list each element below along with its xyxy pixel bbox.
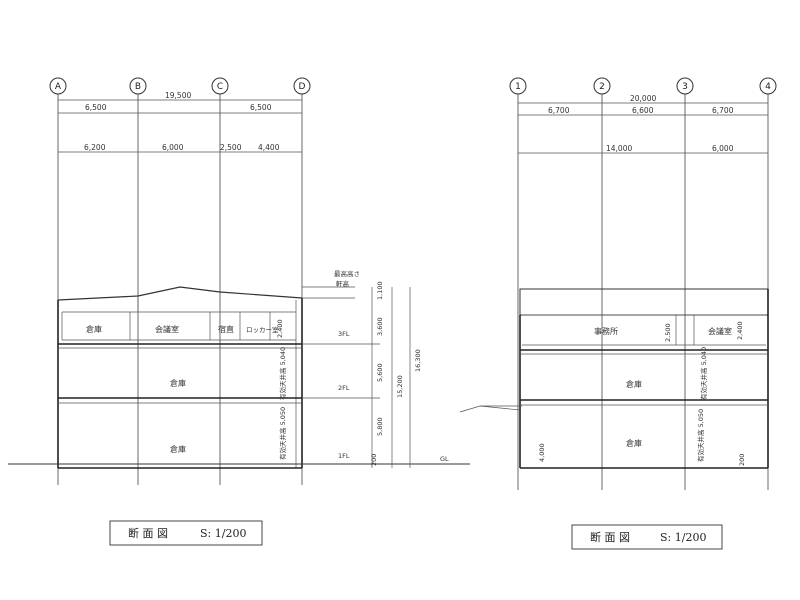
height-3: 5,600 <box>376 363 384 382</box>
grid-bubble-4: 4 <box>759 77 777 95</box>
height-4: 5,800 <box>376 417 384 436</box>
clear-height-3f-left: 2,400 <box>276 319 284 338</box>
right-title: 断 面 図 <box>590 530 630 544</box>
left-scale: S: 1/200 <box>200 527 246 540</box>
room-2f-left: 倉庫 <box>170 378 186 388</box>
grid-bubble-2: 2 <box>593 77 611 95</box>
grid-label-a: A <box>55 82 62 92</box>
height-right-4: 200 <box>738 454 746 466</box>
roof-line-left <box>57 286 303 301</box>
left-title: 断 面 図 <box>128 526 168 540</box>
level-3fl: 3FL <box>338 330 350 338</box>
height-right-1: 2,500 <box>664 323 672 342</box>
grid-bubble-a: A <box>49 77 67 95</box>
dim-total-left: 19,500 <box>165 91 191 100</box>
height-right-3: 4,000 <box>538 443 546 462</box>
dim-row2-right-1: 14,000 <box>606 144 632 153</box>
room-3f-left-4: ロッカー室 <box>246 325 279 334</box>
grid-label-4: 4 <box>765 82 771 92</box>
clear-height-2f-right: 有効天井高 5,040 <box>699 347 708 400</box>
dim-row1-left-1: 6,500 <box>85 103 107 112</box>
left-section: A B C D 19,500 6,500 6,500 6,200 6,000 2… <box>8 77 470 546</box>
clear-height-1f-left: 有効天井高 5,050 <box>278 407 287 460</box>
grid-bubble-c: C <box>211 77 229 95</box>
dim-row1-right-2: 6,600 <box>632 106 654 115</box>
height-right-2: 2,400 <box>736 321 744 340</box>
level-top: 最高高さ <box>334 269 360 278</box>
dim-row2-right-2: 6,000 <box>712 144 734 153</box>
left-title-block: 断 面 図 S: 1/200 <box>109 520 263 546</box>
room-3f-left-2: 会議室 <box>155 324 179 334</box>
dim-row1-right-3: 6,700 <box>712 106 734 115</box>
height-2: 3,600 <box>376 317 384 336</box>
room-2f-right-office: 事務所 <box>594 326 618 336</box>
room-3f-left-3: 宿直 <box>218 324 234 334</box>
height-7: 16,300 <box>414 349 422 372</box>
right-scale: S: 1/200 <box>660 531 706 544</box>
right-title-block: 断 面 図 S: 1/200 <box>571 524 723 550</box>
dim-row1-right-1: 6,700 <box>548 106 570 115</box>
room-2f-right-meeting: 会議室 <box>708 326 732 336</box>
clear-height-1f-right: 有効天井高 5,050 <box>696 409 705 462</box>
level-1fl: 1FL <box>338 452 350 460</box>
right-section: 1 2 3 4 20,000 6,700 6,600 6,700 14,000 … <box>440 77 777 550</box>
room-1f-left: 倉庫 <box>170 444 186 454</box>
dim-row1-left-2: 6,500 <box>250 103 272 112</box>
level-eave: 軒高 <box>336 279 350 288</box>
dim-row2-left-2: 6,000 <box>162 143 184 152</box>
clear-height-2f-left: 有効天井高 5,040 <box>278 347 287 400</box>
grid-label-c: C <box>217 82 223 92</box>
dim-row2-left-4: 4,400 <box>258 143 280 152</box>
grid-bubble-d: D <box>293 77 311 95</box>
grid-bubble-1: 1 <box>509 77 527 95</box>
grid-label-d: D <box>299 82 306 92</box>
ground-level-label: GL <box>440 455 449 463</box>
dim-row2-left-1: 6,200 <box>84 143 106 152</box>
room-1f-right: 倉庫 <box>626 438 642 448</box>
dim-total-right: 20,000 <box>630 94 656 103</box>
grid-bubble-b: B <box>129 77 147 95</box>
grid-label-3: 3 <box>682 82 688 92</box>
height-1: 1,100 <box>376 281 384 300</box>
level-2fl: 2FL <box>338 384 350 392</box>
height-5: 200 <box>370 454 378 466</box>
grid-label-b: B <box>135 82 141 92</box>
height-6: 15,200 <box>396 375 404 398</box>
grid-label-1: 1 <box>515 82 521 92</box>
room-2f-right-warehouse: 倉庫 <box>626 379 642 389</box>
grid-label-2: 2 <box>599 82 605 92</box>
grid-bubble-3: 3 <box>676 77 694 95</box>
dim-row2-left-3: 2,500 <box>220 143 242 152</box>
room-3f-left-1: 倉庫 <box>86 324 102 334</box>
